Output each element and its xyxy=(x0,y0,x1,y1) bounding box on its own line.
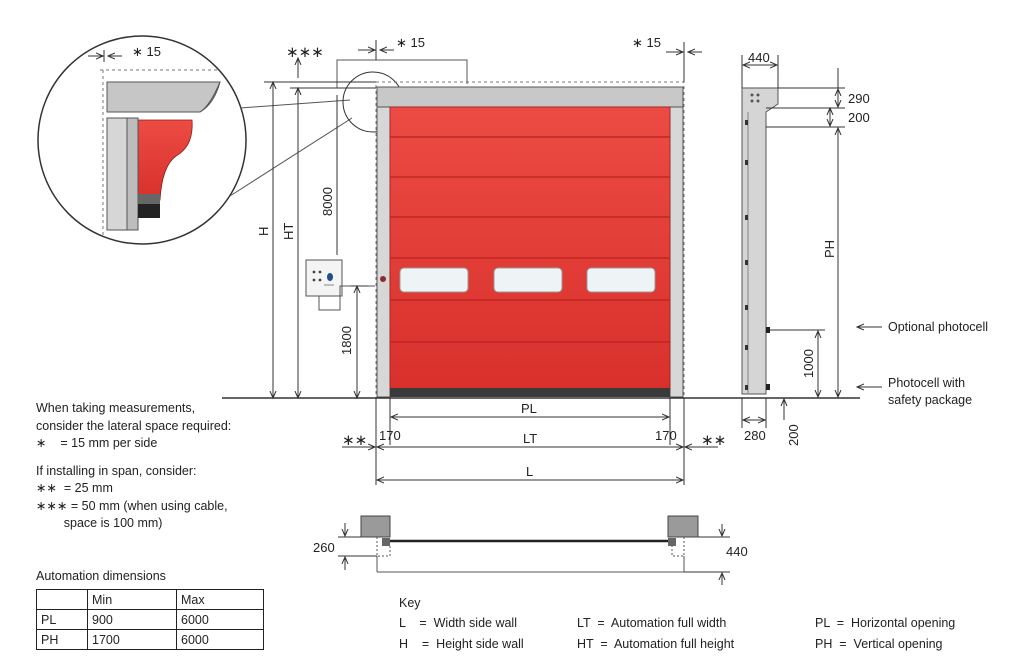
automation-dimensions-table: Min Max PL 900 6000 PH 1700 6000 xyxy=(36,589,264,650)
callout-photocell-safety-line2: safety package xyxy=(888,393,972,407)
dim-280-label: 280 xyxy=(744,428,766,443)
table-header-row: Min Max xyxy=(36,589,264,610)
note-line: When taking measurements, xyxy=(36,401,196,415)
note-line: consider the lateral space required: xyxy=(36,418,232,433)
key-item: PH = Vertical opening xyxy=(815,637,943,651)
key-row: L = Width side wall LT = Automation full… xyxy=(399,616,995,637)
note-line: ∗∗∗ = 50 mm (when using cable, xyxy=(36,498,228,513)
dim-170-right-label: 170 xyxy=(655,428,677,443)
table-row: PH 1700 6000 xyxy=(36,629,264,650)
table-cell: Max xyxy=(176,589,264,610)
table-cell: 1700 xyxy=(87,629,177,650)
note-line: If installing in span, consider: xyxy=(36,463,197,478)
note-line: ∗∗ = 25 mm xyxy=(36,481,113,495)
control-box xyxy=(305,259,375,311)
double-star-right-label: ∗∗ xyxy=(701,432,726,449)
dim-pl-label: PL xyxy=(521,401,537,416)
table-cell: PL xyxy=(36,609,88,630)
double-star-left-label: ∗∗ xyxy=(342,432,367,449)
door-window xyxy=(399,267,469,293)
dim-ht-label: HT xyxy=(281,223,296,240)
dim-200-top-label: 200 xyxy=(848,110,870,125)
dim-290-label: 290 xyxy=(848,91,870,106)
triple-star-label: ∗∗∗ xyxy=(286,44,324,61)
key-item: L = Width side wall xyxy=(399,616,517,630)
table-cell xyxy=(36,589,88,610)
automation-dimensions-title: Automation dimensions xyxy=(36,569,166,583)
star15-left-label: ∗ 15 xyxy=(396,35,425,50)
door-front-view xyxy=(336,59,685,399)
dim-h-label: H xyxy=(256,227,271,236)
key-row: H = Height side wall HT = Automation ful… xyxy=(399,637,995,658)
dim-440-side-label: 440 xyxy=(748,50,770,65)
measurement-notes: When taking measurements, consider the l… xyxy=(36,400,231,533)
dim-8000-label: 8000 xyxy=(320,187,335,216)
star15-right-label: ∗ 15 xyxy=(632,35,661,50)
callout-optional-photocell: Optional photocell xyxy=(888,320,988,334)
dim-200-bottom-label: 200 xyxy=(786,424,801,446)
door-plan-view xyxy=(360,515,699,573)
table-cell: 6000 xyxy=(176,629,264,650)
table-row: PL 900 6000 xyxy=(36,609,264,630)
callout-photocell-safety-line1: Photocell with xyxy=(888,376,965,390)
key-legend: Key L = Width side wall LT = Automation … xyxy=(399,596,995,658)
dim-170-left-label: 170 xyxy=(379,428,401,443)
door-window xyxy=(493,267,563,293)
dim-l-label: L xyxy=(526,464,533,479)
table-cell: 6000 xyxy=(176,609,264,630)
dim-lt-label: LT xyxy=(523,431,537,446)
dim-440-plan-label: 440 xyxy=(726,544,748,559)
key-item: H = Height side wall xyxy=(399,637,524,651)
key-item: LT = Automation full width xyxy=(577,616,727,630)
key-item: PL = Horizontal opening xyxy=(815,616,956,630)
table-cell: 900 xyxy=(87,609,177,630)
note-line: ∗ = 15 mm per side xyxy=(36,436,158,450)
table-cell: Min xyxy=(87,589,177,610)
dim-260-label: 260 xyxy=(313,540,335,555)
table-cell: PH xyxy=(36,629,88,650)
note-line: space is 100 mm) xyxy=(36,516,163,530)
dim-1000-label: 1000 xyxy=(801,349,816,378)
door-side-view xyxy=(741,87,779,395)
door-window xyxy=(586,267,656,293)
key-item: HT = Automation full height xyxy=(577,637,735,651)
dim-1800-label: 1800 xyxy=(339,326,354,355)
key-title: Key xyxy=(399,596,421,610)
star15-detail-label: ∗ 15 xyxy=(132,44,161,59)
detail-magnifier xyxy=(37,35,247,245)
dim-ph-label: PH xyxy=(822,240,837,258)
